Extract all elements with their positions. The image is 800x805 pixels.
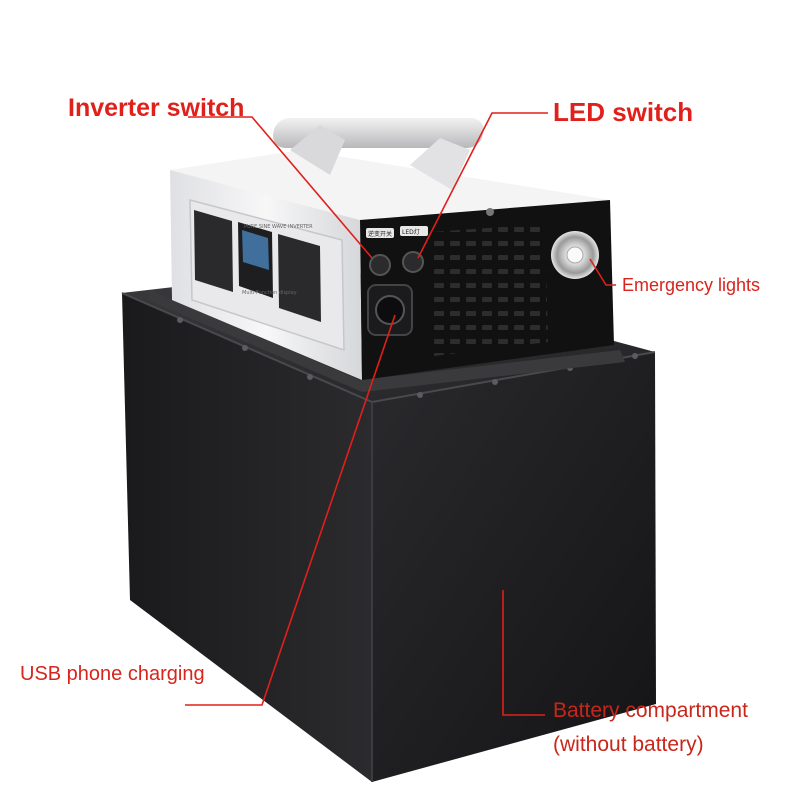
label-led-switch: LED switch [553, 97, 694, 127]
leader-battery [502, 590, 545, 716]
led-tag [400, 226, 428, 236]
inverter-tag-text: 逆变开关 [368, 230, 392, 238]
leader-usb [185, 314, 396, 706]
emergency-lamp [551, 231, 599, 279]
label-battery-compartment: Battery compartment [553, 699, 748, 722]
display-brand-text: PURE SINE WAVE INVERTER [244, 224, 313, 230]
led-tag-text: LED灯 [402, 228, 420, 236]
callout-lines [185, 112, 616, 716]
label-emergency-lights: Emergency lights [622, 275, 761, 295]
leader-inverter-switch [188, 116, 373, 259]
inverter-unit: PURE SINE WAVE INVERTER Multi-Function d… [148, 118, 625, 392]
ac-sockets-panel: PURE SINE WAVE INVERTER Multi-Function d… [189, 199, 345, 352]
usb-port[interactable] [367, 284, 413, 336]
leader-led-switch [417, 112, 548, 259]
inverter-tag [366, 228, 394, 238]
display-sub-text: Multi-Function display [242, 290, 297, 296]
label-inverter-switch: Inverter switch [68, 94, 245, 122]
label-usb-phone-charging: USB phone charging [20, 663, 205, 685]
panel-screw [486, 208, 494, 216]
leader-emergency-lights [589, 258, 616, 286]
inverter-switch[interactable] [369, 254, 391, 276]
label-battery-note: (without battery) [553, 733, 704, 756]
carry-handle [273, 118, 484, 190]
